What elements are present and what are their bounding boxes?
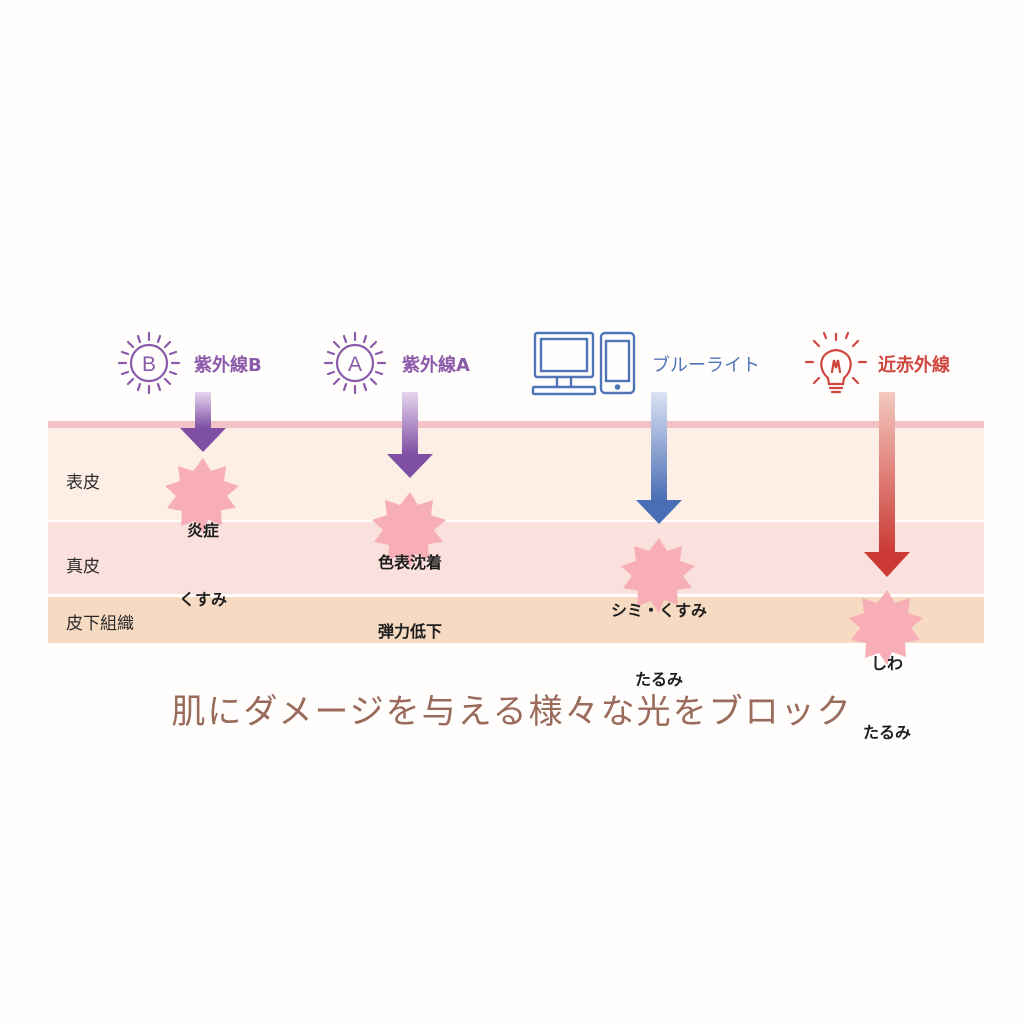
source-label-uva: 紫外線A: [402, 355, 470, 376]
damage-text-bluelight: シミ・くすみ たるみ: [594, 553, 724, 737]
damage-uva-line1: 色表沈着: [377, 553, 442, 572]
devices-icon: [531, 331, 636, 396]
damage-burst-2: [372, 492, 446, 567]
source-label-nearinfrared: 近赤外線: [878, 355, 950, 376]
nearinfrared-arrow: [864, 392, 910, 577]
layer-subcutaneous: 皮下組織: [48, 597, 984, 643]
damage-uvb-line1: 炎症: [186, 521, 219, 540]
uvb-icon-letter: B: [142, 353, 156, 376]
damage-nearinfrared-line1: しわ: [870, 654, 903, 673]
damage-bluelight-line2: たるみ: [634, 670, 683, 689]
uvb-arrow: [180, 392, 226, 452]
layer-label-subcutaneous: 皮下組織: [66, 614, 134, 634]
uvb-sun-icon: B: [117, 331, 181, 395]
damage-bluelight-line1: シミ・くすみ: [610, 601, 707, 620]
damage-text-uvb: 炎症 くすみ: [163, 473, 243, 657]
source-label-bluelight: ブルーライト: [652, 355, 760, 376]
damage-nearinfrared-line2: たるみ: [862, 723, 911, 742]
uva-sun-icon: A: [323, 331, 387, 395]
layer-label-dermis: 真皮: [66, 557, 100, 577]
caption: 肌にダメージを与える様々な光をブロック: [171, 692, 853, 732]
layer-dermis: 真皮: [48, 522, 984, 594]
source-label-uvb: 紫外線B: [194, 355, 262, 376]
damage-burst-4: [849, 590, 923, 665]
damage-text-nearinfrared: しわ たるみ: [842, 606, 932, 790]
damage-uvb-line2: くすみ: [178, 590, 227, 609]
bluelight-arrow: [636, 392, 682, 524]
uva-arrow: [387, 392, 433, 478]
skin-surface-line: [48, 421, 984, 428]
damage-text-uva: 色表沈着 弾力低下: [355, 505, 465, 689]
damage-uva-line2: 弾力低下: [377, 622, 442, 641]
lightbulb-icon: [804, 331, 868, 394]
layer-label-epidermis: 表皮: [66, 473, 100, 493]
damage-burst-3: [621, 538, 695, 613]
damage-burst-1: [165, 458, 239, 533]
uva-icon-letter: A: [348, 353, 362, 376]
